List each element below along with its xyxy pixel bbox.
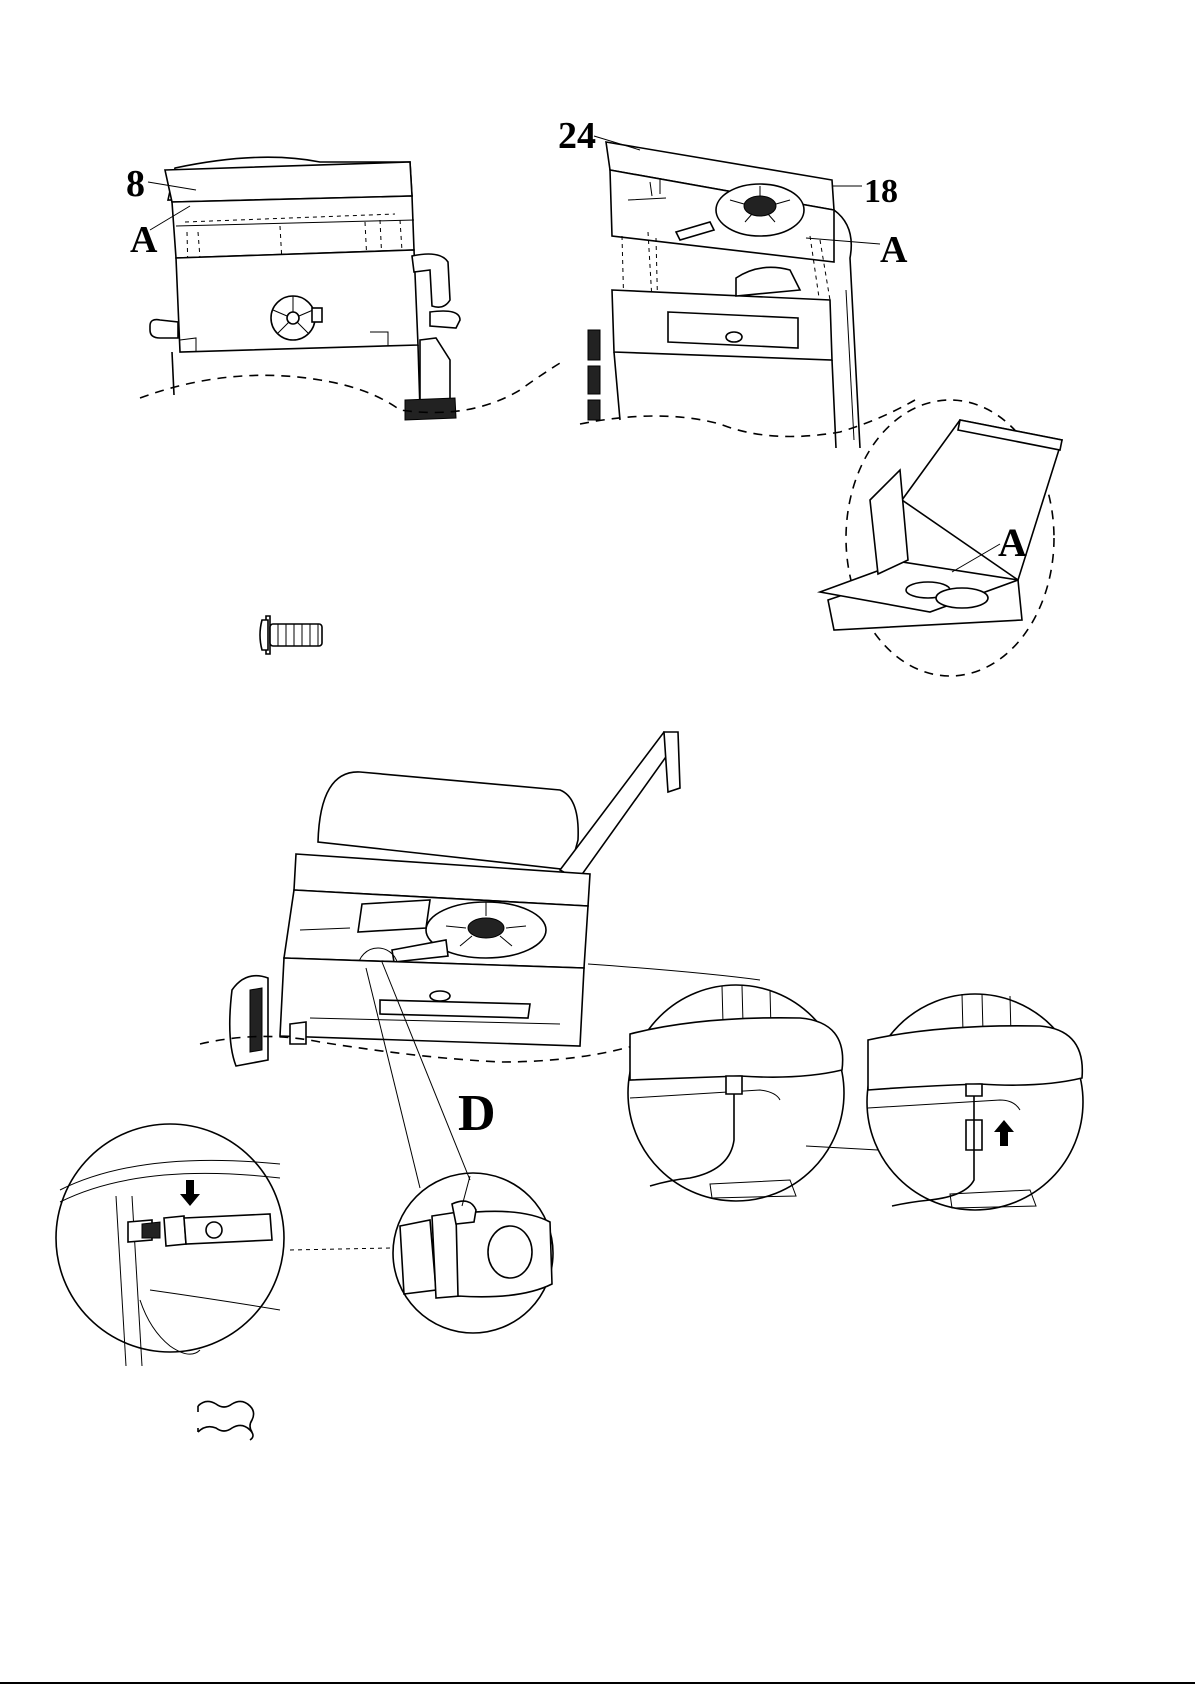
- side-burner-hose-view: [200, 732, 878, 1250]
- callout-a-detail: A: [998, 520, 1027, 565]
- callout-a-right: A: [880, 229, 908, 271]
- detail-hose-before: [628, 985, 844, 1201]
- hairpin-clip-icon: [198, 1401, 254, 1440]
- callout-8: 8: [126, 163, 145, 205]
- detail-clip-d: D: [393, 1085, 553, 1333]
- detail-open-lid: A: [820, 400, 1062, 676]
- side-burner-right-view: 24 18 A: [558, 115, 915, 448]
- callout-24: 24: [558, 115, 596, 157]
- arrow-up-icon: [994, 1120, 1014, 1146]
- detail-valve-connection: [56, 1124, 284, 1366]
- side-burner-left-view: 8 A: [126, 157, 565, 420]
- callout-d: D: [458, 1085, 496, 1142]
- callout-18: 18: [864, 173, 898, 210]
- screw-icon: [260, 616, 322, 654]
- callout-a-left: A: [130, 219, 158, 261]
- detail-hose-after: [867, 994, 1083, 1210]
- arrow-down-icon: [180, 1180, 200, 1206]
